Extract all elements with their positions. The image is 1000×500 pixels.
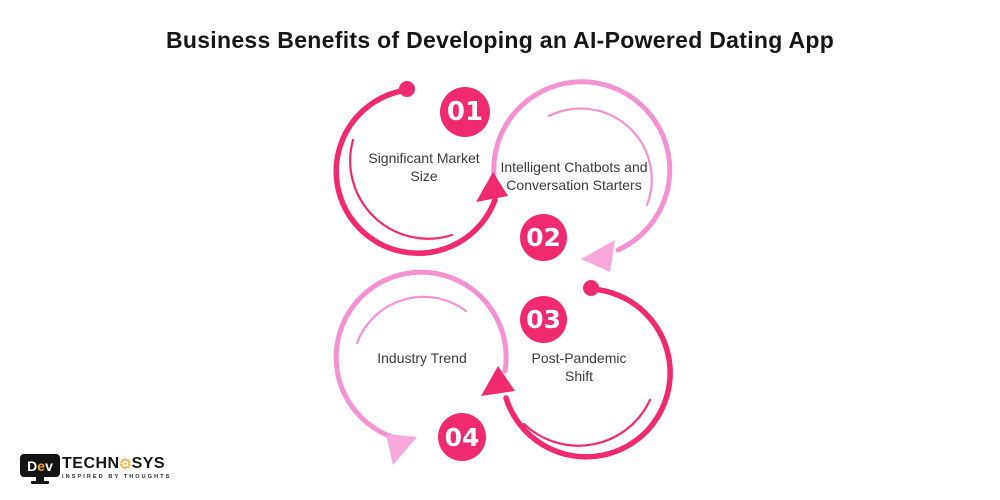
step-4-label: Industry Trend bbox=[377, 349, 467, 366]
logo-monitor-letter-e: e bbox=[37, 457, 46, 474]
step-3-echo-arc bbox=[522, 398, 652, 447]
step-3-arc bbox=[503, 286, 673, 460]
step-1-start-dot-icon bbox=[399, 81, 415, 97]
step-2-label: Intelligent Chatbots and Conversation St… bbox=[500, 158, 648, 193]
logo-name-part1: TECHN bbox=[62, 455, 120, 472]
step-3-number-badge: 03 bbox=[520, 296, 567, 343]
step-1-arc bbox=[333, 87, 498, 256]
gear-icon: ⚙ bbox=[118, 455, 133, 473]
step-1-echo-arc bbox=[349, 138, 454, 240]
logo-monitor-letter-d: D bbox=[27, 457, 38, 474]
logo-name: TECHN⚙SYS bbox=[62, 456, 171, 472]
monitor-base bbox=[31, 481, 49, 484]
logo-name-part2: SYS bbox=[131, 455, 166, 472]
step-4-arrowhead-icon bbox=[386, 434, 417, 465]
step-3-start-dot-icon bbox=[583, 280, 599, 296]
step-4-number-badge: 04 bbox=[438, 413, 486, 461]
step-3-arrowhead-icon bbox=[481, 366, 515, 396]
step-4-echo-arc bbox=[355, 295, 468, 345]
step-1-label: Significant Market Size bbox=[368, 149, 480, 184]
logo-tagline: INSPIRED BY THOUGHTS bbox=[62, 474, 172, 480]
page-title: Business Benefits of Developing an AI-Po… bbox=[165, 27, 835, 53]
logo-monitor-letter-v: v bbox=[45, 457, 53, 474]
step-4-arc bbox=[333, 269, 509, 443]
step-2-echo-arc bbox=[547, 107, 653, 207]
step-3-label: Post-Pandemic Shift bbox=[531, 349, 627, 384]
step-1-arrowhead-icon bbox=[476, 172, 508, 202]
logo-name-block: TECHN⚙SYS INSPIRED BY THOUGHTS bbox=[62, 456, 172, 481]
monitor-stand bbox=[36, 477, 44, 481]
step-2-arc bbox=[491, 79, 673, 253]
step-1-number-badge: 01 bbox=[440, 87, 490, 137]
step-2-arrowhead-icon bbox=[581, 240, 615, 272]
step-2-number-badge: 02 bbox=[520, 214, 567, 261]
